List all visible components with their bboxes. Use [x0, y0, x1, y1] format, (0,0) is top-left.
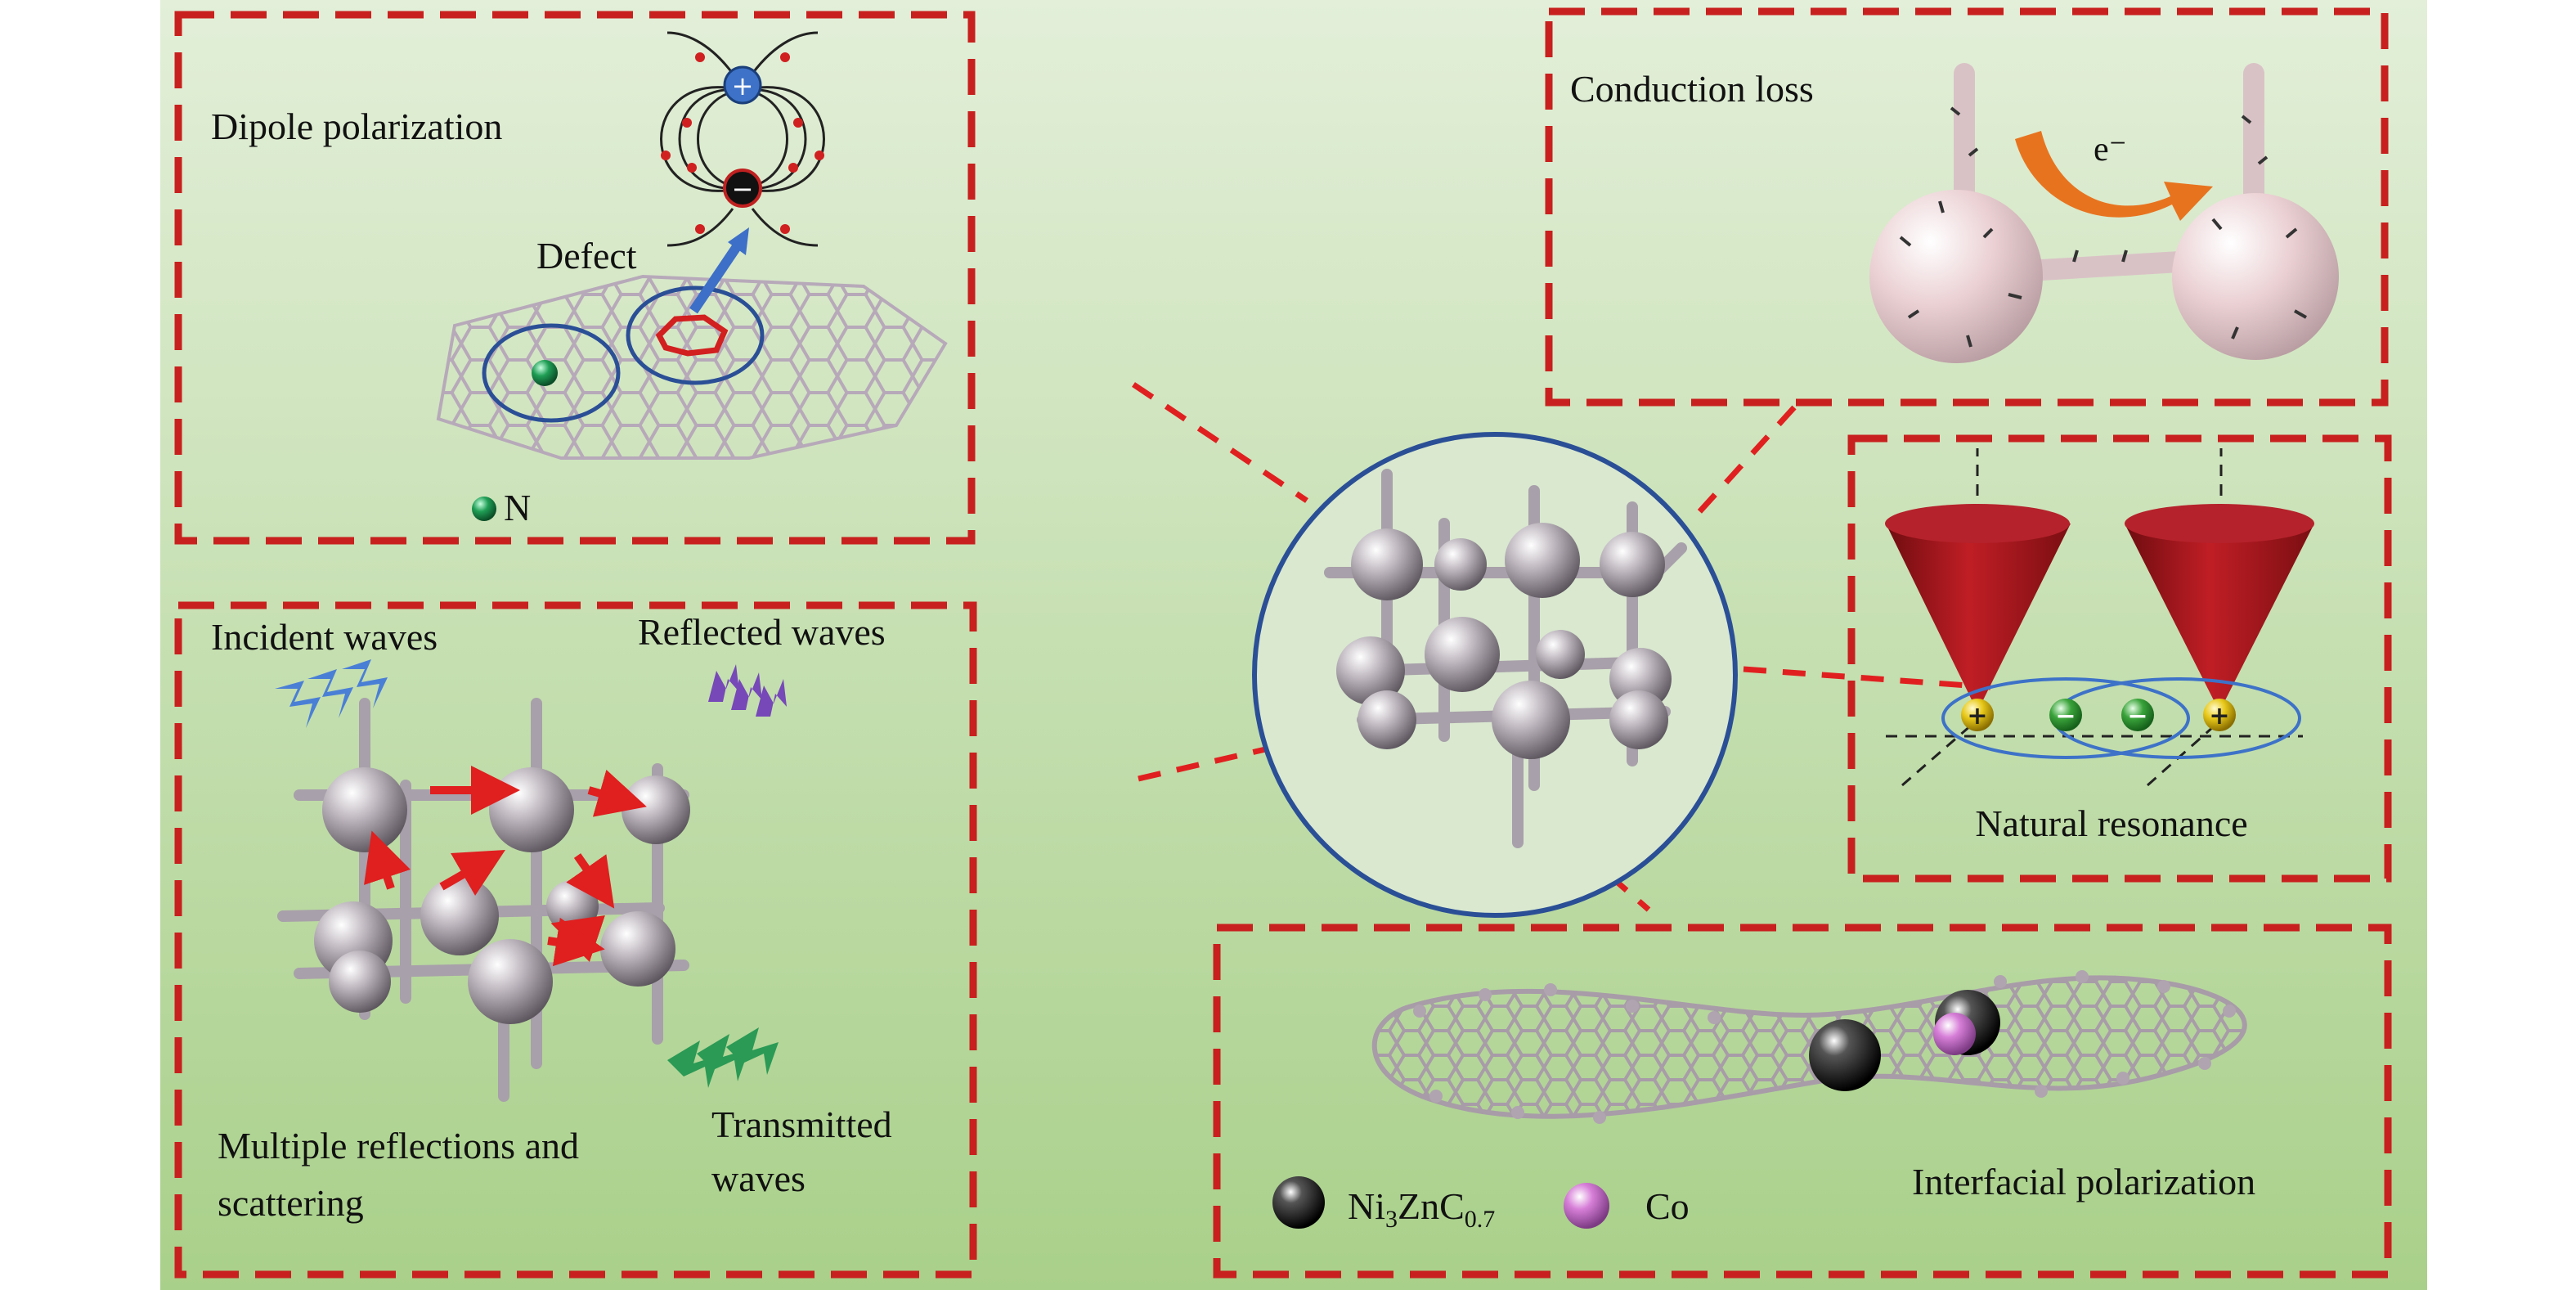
transmitted-waves-line1: Transmitted — [711, 1103, 892, 1145]
n-doping-ring — [482, 323, 621, 423]
interfacial-panel-border — [1213, 924, 2392, 1279]
negative-pole-sign: − — [732, 173, 754, 205]
svg-text:−: − — [2055, 702, 2076, 730]
resonance-title: Natural resonance — [1975, 802, 2247, 844]
diagram-canvas: Dipole polarization Defect — [160, 0, 2427, 1290]
dipole-field — [660, 31, 825, 247]
svg-text:+: + — [2209, 702, 2229, 730]
resonance-panel-border — [1847, 434, 2392, 883]
ni3znc-particle — [1809, 1019, 1881, 1091]
precession-cone-left — [1886, 524, 2071, 712]
electron-transfer-arrow — [2015, 131, 2213, 221]
svg-text:−: − — [2127, 702, 2147, 730]
n-legend-label: N — [504, 487, 531, 528]
dipole-title: Dipole polarization — [211, 106, 502, 147]
field-charges — [661, 52, 824, 234]
cone-right-top — [2125, 504, 2314, 543]
conduction-sphere-right — [2172, 193, 2339, 360]
defect-label: Defect — [536, 235, 637, 276]
negative-pole — [723, 169, 762, 208]
resonance-orbit-left — [1941, 677, 2190, 759]
svg-text:+: + — [1967, 702, 1987, 730]
n-legend-icon — [472, 497, 496, 521]
waves-panel-border — [174, 601, 977, 1279]
co-legend-label: Co — [1645, 1185, 1690, 1227]
conduction-panel-border — [1545, 7, 2389, 407]
dipole-polarization-panel: Dipole polarization Defect — [174, 11, 976, 545]
electron-label: e⁻ — [2094, 131, 2127, 169]
ni3znc-legend-icon — [1272, 1176, 1325, 1229]
transmitted-waves-line2: waves — [711, 1157, 806, 1199]
n-atom — [532, 360, 558, 386]
defect-ring — [626, 285, 765, 385]
dipole-panel-border — [174, 11, 976, 545]
co-legend-icon — [1564, 1183, 1609, 1229]
spheres — [1336, 523, 1672, 759]
scattering-structure — [277, 698, 690, 1102]
interfacial-polarization-panel: Ni3ZnC0.7 Co Interfacial polarization — [1213, 924, 2392, 1279]
positive-pole — [723, 65, 762, 105]
nanotube-nodes — [1413, 970, 2236, 1124]
multiple-reflections-line1: Multiple reflections and — [218, 1125, 579, 1166]
incident-waves-icon — [275, 659, 388, 728]
cone-left-top — [1885, 504, 2070, 543]
reflected-waves-icon — [708, 664, 787, 717]
positive-pole-sign: + — [732, 70, 754, 101]
reflected-waves-label: Reflected waves — [638, 611, 886, 653]
interfacial-title: Interfacial polarization — [1912, 1161, 2255, 1202]
transmitted-waves-icon — [667, 1027, 779, 1088]
ni3znc-legend-label: Ni3ZnC0.7 — [1348, 1185, 1495, 1233]
conduction-sphere-left — [1869, 190, 2043, 363]
defect-arrow — [689, 242, 742, 314]
defect-site — [655, 314, 729, 357]
charges: + − − + — [1961, 699, 2236, 731]
conduction-spines — [1899, 106, 2307, 348]
incident-waves-label: Incident waves — [211, 616, 438, 658]
conduction-loss-panel: Conduction loss e⁻ — [1545, 7, 2389, 407]
co-particle — [1933, 1013, 1976, 1055]
carbon-nanotube — [1371, 975, 2247, 1119]
natural-resonance-panel: + − − + Natural resonance — [1847, 434, 2392, 883]
central-structure — [1252, 432, 1738, 918]
precession-cone-right — [2125, 524, 2314, 712]
multiple-reflections-line2: scattering — [218, 1182, 364, 1224]
conduction-title: Conduction loss — [1570, 68, 1814, 110]
waves-panel: Incident waves Reflected waves — [174, 601, 977, 1279]
